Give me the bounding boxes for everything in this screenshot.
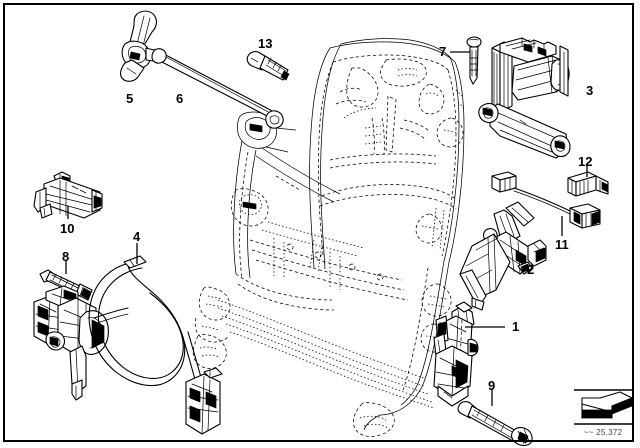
part-3-lumbar-support-drive-unit [478, 37, 571, 159]
legend-direction-of-travel [574, 389, 634, 425]
part-13-shoulder-bolt [246, 51, 290, 81]
part-8-self-tapping-screw [39, 269, 93, 301]
callout-10: 10 [60, 221, 75, 236]
part-11-adapter-lead-harness [491, 171, 601, 229]
callout-8: 8 [62, 249, 70, 264]
part-4-bowden-cable-loop [88, 255, 223, 435]
part-1-backrest-adjustment-motor-lower [433, 301, 479, 407]
diagram-id-text: ~~ 25,372 [583, 428, 623, 437]
callout-3: 3 [586, 83, 594, 98]
part-5-release-handle-lever [120, 10, 163, 82]
part-10-guide-rail-bracket [33, 171, 103, 219]
callout-4: 4 [133, 229, 141, 244]
callout-1: 1 [512, 319, 520, 334]
seat-backrest-frame-ghost [192, 38, 465, 437]
callout-6: 6 [176, 91, 184, 106]
callout-9: 9 [488, 378, 496, 393]
part-2-backrest-adjustment-motor-upper [459, 201, 547, 311]
callout-13: 13 [258, 36, 273, 51]
callout-2: 2 [527, 262, 535, 277]
part-9-hex-bolt [457, 401, 533, 447]
callout-7: 7 [439, 44, 447, 59]
part-12-locking-pin-sleeve [567, 171, 609, 197]
callout-5: 5 [126, 91, 134, 106]
callout-12: 12 [578, 154, 593, 169]
part-6-actuating-rod [151, 48, 284, 129]
part-7-fillister-head-screw [466, 36, 482, 85]
callout-leader-lines [65, 51, 588, 406]
callout-11: 11 [555, 237, 569, 252]
seat-pump-motor-assembly [33, 285, 129, 401]
